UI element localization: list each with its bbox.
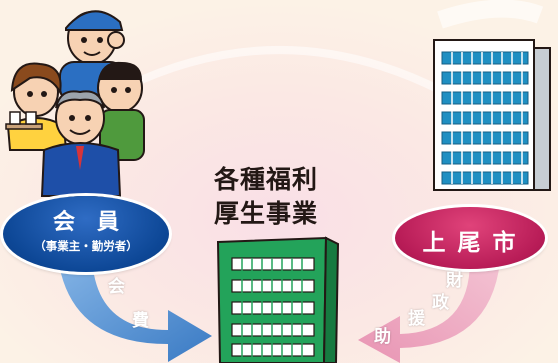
- member-badge: 会 員 （事業主・勤労者）: [3, 196, 169, 272]
- city-arrow: [358, 260, 500, 363]
- member-arrow-char-1: 会: [108, 277, 125, 297]
- city-arrow-char-4: 助: [374, 327, 391, 347]
- city-badge: 上 尾 市: [395, 207, 545, 269]
- member-arrow: [58, 258, 212, 362]
- city-hall-building: [433, 39, 551, 191]
- members-illustration: [5, 10, 145, 197]
- member-sub-label: （事業主・勤労者）: [34, 239, 138, 253]
- center-title-line2: 厚生事業: [213, 199, 318, 228]
- member-arrow-char-2: 費: [132, 311, 149, 331]
- welfare-building: [216, 236, 340, 363]
- city-arrow-char-2: 政: [432, 293, 449, 313]
- member-label: 会 員: [52, 210, 119, 235]
- city-arrow-char-1: 財: [446, 271, 463, 291]
- city-arrow-char-3: 援: [408, 309, 425, 329]
- city-label: 上 尾 市: [422, 230, 518, 256]
- center-title-line1: 各種福利: [213, 165, 318, 194]
